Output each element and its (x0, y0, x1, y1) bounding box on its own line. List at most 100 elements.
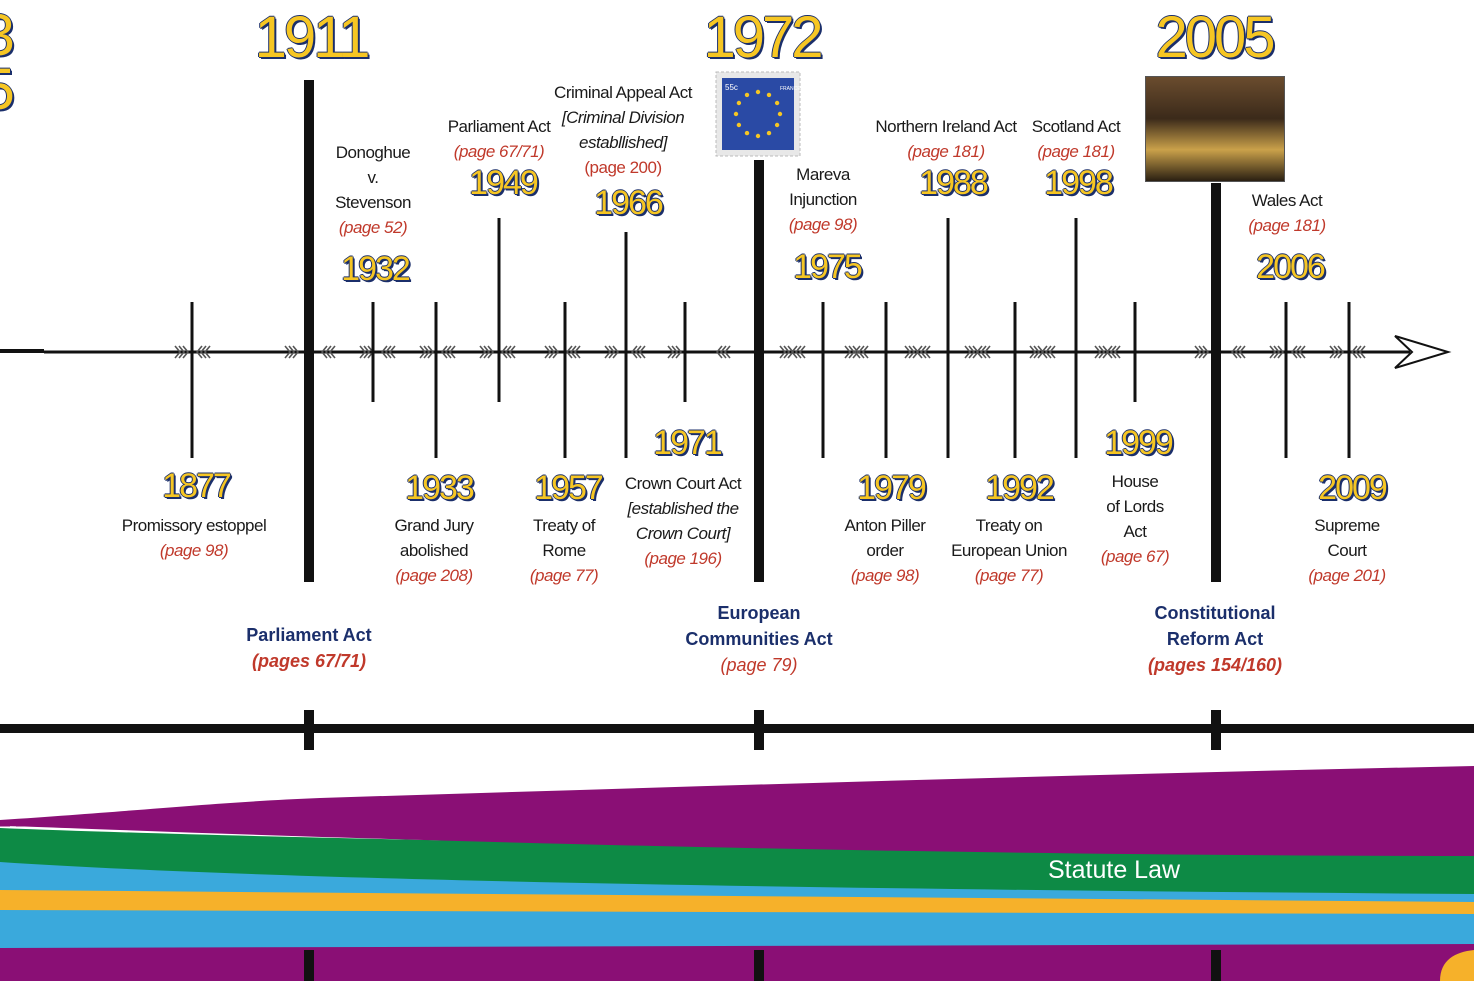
star-icon (766, 92, 772, 98)
major-event-1972-line-1: European (717, 603, 801, 623)
event-1998-label: Scotland Act (page 181) (1032, 114, 1121, 164)
chevron-icon (1040, 345, 1056, 359)
statute-law-label: Statute Law (1048, 856, 1181, 884)
event-2006-line-1: Wales Act (1251, 191, 1323, 210)
event-1971-year: 1971 (653, 424, 723, 462)
event-1957-line-2: Rome (542, 541, 586, 560)
major-bar-2005 (1211, 183, 1221, 582)
stream-green (0, 828, 1474, 894)
event-1971-label: Crown Court Act [established the Crown C… (625, 471, 742, 571)
chevron-icon (284, 345, 300, 359)
stream-blue-top (0, 860, 1474, 902)
timeline-left-stub (0, 349, 44, 353)
event-1971-italic-1: [established the (627, 499, 739, 518)
event-1966-page: (page 200) (584, 158, 662, 177)
event-2009-year: 2009 (1318, 469, 1388, 507)
chevron-icon (479, 345, 495, 359)
chevron-icon (715, 345, 731, 359)
event-1949-label: Parliament Act (page 67/71) (448, 114, 551, 164)
stamp-country: FRANCE (780, 86, 801, 92)
event-1979-line-2: order (866, 541, 904, 560)
event-1992-line-1: Treaty on (975, 516, 1043, 535)
event-1988-year: 1988 (919, 164, 989, 202)
stream-tick-1972-b (754, 950, 764, 981)
event-1932-year: 1932 (341, 250, 411, 288)
event-1971-page: (page 196) (644, 549, 722, 568)
event-1932-line-1: Donoghue (335, 143, 411, 162)
partial-year-bottom: 5 (0, 56, 15, 123)
event-1975-label: Mareva Injunction (page 98) (788, 162, 858, 237)
star-icon (774, 122, 780, 128)
major-event-1972-page: (page 79) (720, 655, 798, 675)
major-event-1911-page: (pages 67/71) (251, 651, 367, 671)
event-1966-line-1: Criminal Appeal Act (554, 83, 692, 102)
star-icon (744, 92, 750, 98)
event-1975-page: (page 98) (788, 215, 858, 234)
star-icon (736, 100, 742, 106)
chevron-icon (1269, 345, 1285, 359)
event-1957-line-1: Treaty of (533, 516, 595, 535)
event-2009-line-2: Court (1327, 541, 1367, 560)
event-1957-year: 1957 (534, 469, 604, 507)
major-event-2005-line-1: Constitutional (1154, 603, 1276, 623)
chevron-icon (380, 345, 396, 359)
event-1992-label: Treaty on European Union (page 77) (951, 513, 1067, 588)
stream-tick-2005 (1211, 710, 1221, 750)
star-icon (733, 111, 739, 117)
stream-tick-1972 (754, 710, 764, 750)
chevron-icon (667, 345, 683, 359)
major-event-1911: Parliament Act (pages 67/71) (246, 622, 371, 674)
chevron-icon (1290, 345, 1306, 359)
corner-orange-shape (1440, 950, 1474, 981)
event-1966-italic-2: establlished] (578, 133, 668, 152)
event-1979-label: Anton Piller order (page 98) (845, 513, 926, 588)
stream-orange (0, 888, 1474, 914)
event-1975-line-1: Mareva (796, 165, 850, 184)
event-1933-label: Grand Jury abolished (page 208) (394, 513, 474, 588)
stream-tick-1911 (304, 710, 314, 750)
event-1933-page: (page 208) (395, 566, 473, 585)
law-streams (0, 766, 1474, 981)
event-1933-line-2: abolished (399, 541, 469, 560)
event-1979-line-1: Anton Piller (844, 516, 926, 535)
star-icon (744, 130, 750, 136)
eu-stars-stamp-icon: 55c FRANCE (715, 71, 801, 157)
event-1877-label: Promissory estoppel (page 98) (122, 513, 267, 563)
major-event-1972: European Communities Act (page 79) (685, 600, 832, 678)
stream-tick-2005-b (1211, 950, 1221, 981)
event-1999-page: (page 67) (1100, 547, 1170, 566)
star-icon (755, 89, 761, 95)
event-1957-label: Treaty of Rome (page 77) (530, 513, 599, 588)
major-event-2005: Constitutional Reform Act (pages 154/160… (1148, 600, 1282, 678)
event-1932-page: (page 52) (338, 218, 408, 237)
event-1877-line-1: Promissory estoppel (121, 516, 267, 535)
law-lords-group-photo (1145, 76, 1285, 182)
star-icon (766, 130, 772, 136)
event-1999-year: 1999 (1104, 424, 1174, 462)
timeline-arrow-icon (1394, 335, 1452, 369)
chevron-icon (604, 345, 620, 359)
event-1966-label: Criminal Appeal Act [Criminal Division e… (554, 80, 692, 180)
major-bar-1911 (304, 80, 314, 582)
event-2009-label: Supreme Court (page 201) (1308, 513, 1386, 588)
event-1877-year: 1877 (162, 467, 232, 505)
event-1992-year: 1992 (985, 469, 1055, 507)
chevron-icon (1230, 345, 1246, 359)
chevron-icon (975, 345, 991, 359)
event-1999-label: House of Lords Act (page 67) (1100, 469, 1170, 569)
chevron-icon (853, 345, 869, 359)
chevron-icon (915, 345, 931, 359)
major-year-2005: 2005 (1155, 5, 1275, 70)
chevron-icon (1105, 345, 1121, 359)
event-1992-line-2: European Union (951, 541, 1067, 560)
stream-frame-stub (0, 724, 44, 733)
event-1998-year: 1998 (1044, 164, 1114, 202)
chevron-icon (419, 345, 435, 359)
stream-blue-bottom (0, 908, 1474, 948)
major-year-1911: 1911 (254, 5, 371, 70)
event-2009-line-1: Supreme (1314, 516, 1380, 535)
event-1933-line-1: Grand Jury (394, 516, 474, 535)
chevron-icon (440, 345, 456, 359)
